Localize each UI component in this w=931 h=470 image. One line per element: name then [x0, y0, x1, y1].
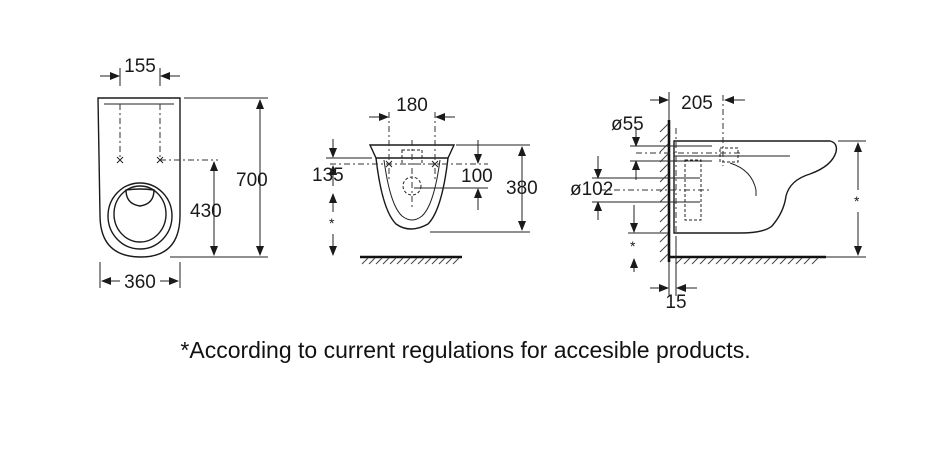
front-bowl-outline [97, 97, 181, 258]
front-seat-inner [113, 185, 167, 243]
front-dim-700: 700 [236, 170, 268, 191]
front-dim-360: 360 [124, 272, 156, 293]
front-fix-left [116, 156, 124, 164]
front-seat-ring [107, 182, 173, 250]
footnote-text: *According to current regulations for ac… [180, 337, 751, 363]
front-dim-155: 155 [124, 56, 156, 77]
front-view: 155 700 430 360 [97, 56, 268, 293]
front-seat-hinge [125, 188, 155, 207]
rear-dim-380: 380 [506, 178, 538, 199]
side-dim-15: 15 [665, 292, 686, 313]
side-dim-55: ø55 [611, 114, 644, 135]
side-dim-102: ø102 [570, 179, 613, 200]
rear-dim-100: 100 [461, 166, 493, 187]
rear-dim-180: 180 [396, 95, 428, 116]
rear-dim-star: * [329, 215, 335, 231]
rear-dim-135: 135 [312, 165, 344, 186]
side-dim-star-lower: * [630, 238, 636, 254]
rear-view: 180 135 * 100 380 [312, 95, 538, 265]
rear-bowl-inner [383, 159, 441, 221]
side-inlet-pipe [719, 147, 739, 163]
side-wall-hatch [659, 123, 669, 263]
front-fix-right [156, 156, 164, 164]
side-dim-205: 205 [681, 93, 713, 114]
side-bowl-inner [729, 162, 757, 196]
side-view: 205 ø55 ø102 * * 15 [570, 92, 866, 313]
front-dim-430: 430 [190, 201, 222, 222]
rear-bowl-outline [375, 157, 449, 230]
side-floor-hatch [675, 257, 819, 265]
rear-floor-hatch [361, 257, 460, 265]
side-bowl-outline [673, 140, 838, 234]
side-dim-star-right: * [854, 193, 860, 209]
